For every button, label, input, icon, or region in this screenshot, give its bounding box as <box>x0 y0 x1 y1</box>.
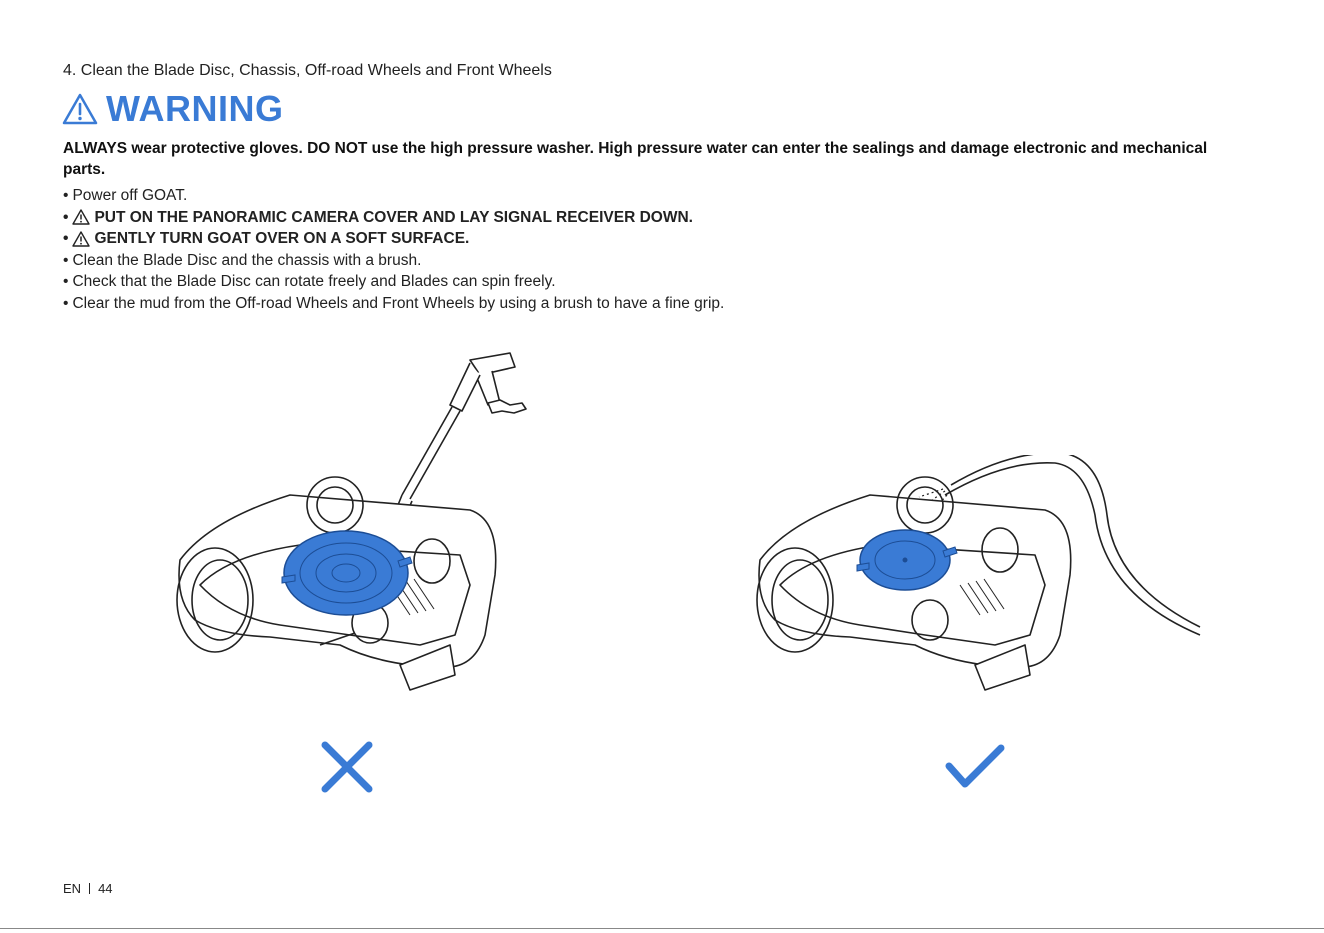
list-item: • Check that the Blade Disc can rotate f… <box>63 271 724 293</box>
list-item-text: Clean the Blade Disc and the chassis wit… <box>72 251 422 269</box>
list-item-text: Check that the Blade Disc can rotate fre… <box>72 273 556 290</box>
list-item: • Clear the mud from the Off-road Wheels… <box>63 293 724 315</box>
language-label: EN <box>63 881 82 896</box>
bullet-marker: • <box>63 273 69 290</box>
mower-pressure-washer-illustration <box>176 352 527 691</box>
bullet-marker: • <box>63 230 69 247</box>
warning-triangle-icon <box>72 231 91 247</box>
mower-hose-illustration <box>756 455 1201 691</box>
list-item-text: PUT ON THE PANORAMIC CAMERA COVER AND LA… <box>94 208 693 226</box>
bullet-marker: • <box>63 251 69 269</box>
warning-header: WARNING <box>62 88 284 130</box>
list-item-text: Power off GOAT. <box>72 187 188 204</box>
page-footer: EN 44 <box>63 881 113 896</box>
list-item: • PUT ON THE PANORAMIC CAMERA COVER AND … <box>63 207 724 229</box>
bullet-marker: • <box>63 294 69 312</box>
cross-icon <box>321 741 373 793</box>
list-item: • GENTLY TURN GOAT OVER ON A SOFT SURFAC… <box>63 228 724 250</box>
step-title: 4. Clean the Blade Disc, Chassis, Off-ro… <box>63 62 552 79</box>
bullet-marker: • <box>63 208 69 226</box>
list-item: • Power off GOAT. <box>63 185 724 207</box>
list-item: • Clean the Blade Disc and the chassis w… <box>63 250 724 272</box>
bullet-marker: • <box>63 187 69 204</box>
warning-triangle-icon <box>72 209 91 225</box>
list-item-text: GENTLY TURN GOAT OVER ON A SOFT SURFACE. <box>94 230 470 247</box>
instruction-list: • Power off GOAT. • PUT ON THE PANORAMIC… <box>63 185 724 314</box>
warning-text: ALWAYS wear protective gloves. DO NOT us… <box>63 140 1208 178</box>
footer-divider <box>89 883 91 894</box>
list-item-text: Clear the mud from the Off-road Wheels a… <box>72 294 725 312</box>
page-bottom-rule <box>0 928 1324 929</box>
check-icon <box>945 744 1005 788</box>
warning-triangle-icon <box>62 93 98 125</box>
page-number: 44 <box>98 881 113 896</box>
warning-title: WARNING <box>106 88 284 129</box>
